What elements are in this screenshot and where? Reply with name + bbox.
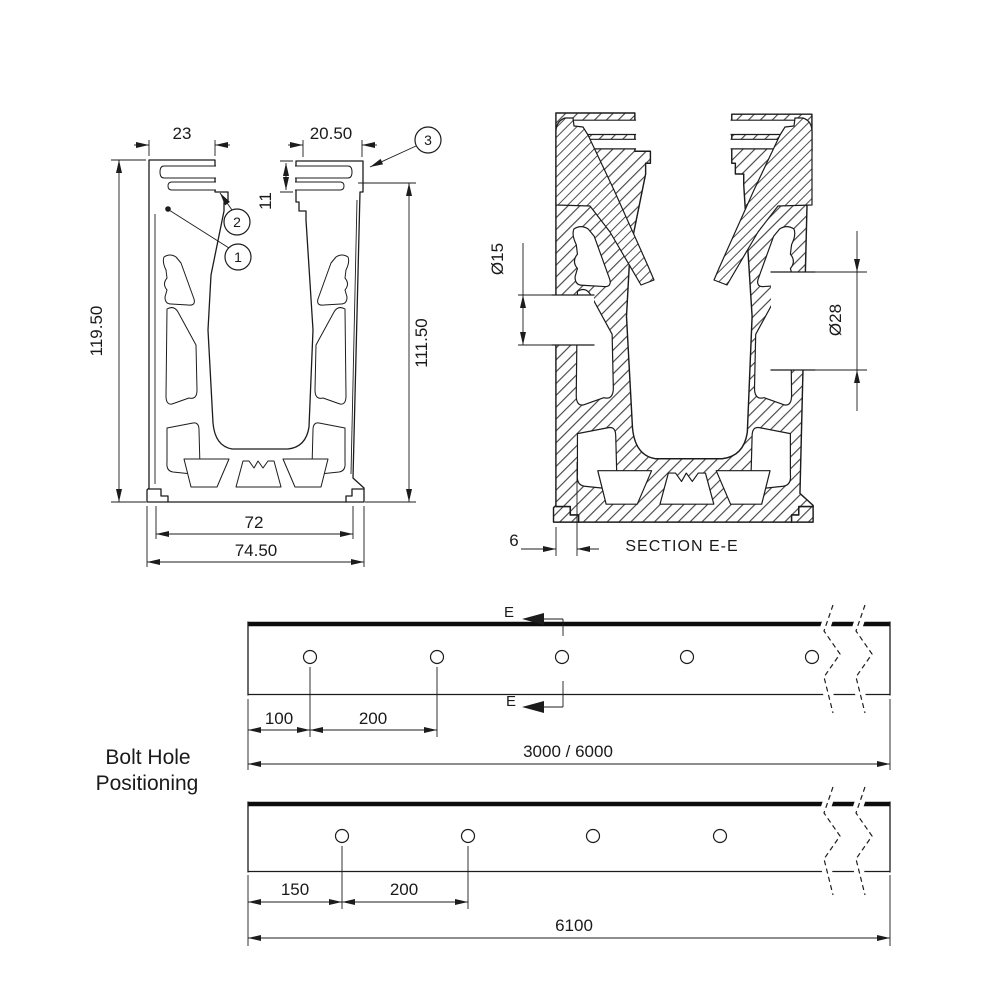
ext-line (146, 506, 365, 567)
dim-dia-15: Ø15 (488, 243, 507, 275)
profile-view: 23 20.50 11 119.50 111.50 72 74.50 2 (87, 124, 442, 567)
dim-inner-width: 72 (245, 513, 264, 532)
balloon-2-label: 2 (233, 214, 241, 230)
dim-6100: 6100 (555, 916, 593, 935)
bolt-hole (804, 649, 820, 665)
balloon-leader (369, 145, 417, 168)
ext-line (247, 846, 891, 946)
foot-notch (345, 488, 365, 503)
bolt-hole (679, 649, 695, 665)
dim-wall-thickness: 6 (509, 531, 518, 550)
bolt-hole (302, 649, 318, 665)
bolt-hole (712, 828, 728, 844)
wall-cavity (165, 307, 198, 405)
break-line-casing (851, 600, 877, 718)
foot-notch (790, 505, 814, 523)
bolt-hole (585, 828, 601, 844)
dim-dia-28: Ø28 (826, 304, 845, 336)
hole-band-edge (551, 294, 595, 346)
hole-band-15 (552, 295, 594, 345)
wall-cavity (317, 254, 350, 306)
balloon-3-label: 3 (424, 132, 432, 148)
base-cavity (235, 460, 282, 488)
dim-top-right-width: 20.50 (310, 124, 353, 143)
section-marker-e-bottom: E (506, 693, 516, 710)
cut-arrow-top (522, 613, 544, 625)
hole-band-edge (770, 271, 816, 371)
ext-line (280, 160, 293, 193)
dim-top-left-width: 23 (173, 124, 192, 143)
bar-outline (247, 801, 891, 873)
balloon-1: 1 (165, 206, 252, 271)
layout-title-line1: Bolt Hole (105, 746, 190, 769)
cut-arrow-bottom (522, 701, 544, 713)
base-cavity (282, 458, 329, 488)
base-cavity (183, 458, 230, 488)
foot-notch (148, 488, 169, 503)
clamp-horn-right (713, 117, 813, 286)
dim-overall-width: 74.50 (235, 541, 278, 560)
hole-band-28 (771, 272, 815, 370)
dim-flange-height: 11 (256, 192, 275, 210)
bar-outline (247, 621, 891, 696)
bolt-hole (554, 649, 570, 665)
balloon-circle (414, 126, 442, 154)
dim-150: 150 (281, 880, 309, 899)
balloon-circle (223, 208, 251, 236)
flange-slot (159, 165, 216, 179)
ext-line (358, 182, 416, 503)
break-line (823, 786, 841, 896)
bolt-hole (460, 828, 476, 844)
dim-inner-height: 111.50 (412, 318, 431, 367)
base-cavity (715, 470, 771, 505)
break-line (855, 786, 873, 896)
balloon-leader (168, 209, 230, 249)
base-cavity (659, 472, 715, 505)
layout-title-line2: Positioning (96, 772, 199, 795)
ext-line (247, 667, 891, 770)
leader-dot (165, 206, 171, 212)
balloon-leader (219, 192, 233, 211)
bar-3000-6000: E E 100 200 3000 / 6000 (247, 600, 891, 770)
bolt-hole (429, 649, 445, 665)
ext-line (518, 243, 556, 346)
bolt-hole (334, 828, 350, 844)
section-label: SECTION E-E (625, 538, 738, 555)
cut-line-top (544, 618, 564, 636)
break-line (855, 604, 873, 714)
ext-line (111, 159, 146, 503)
balloon-1-label: 1 (234, 249, 242, 265)
break-line-casing (819, 600, 845, 718)
bar-6100: 150 200 6100 (247, 782, 891, 946)
cut-line-bottom (544, 681, 564, 708)
balloon-circle (224, 243, 252, 271)
foot-notch (555, 505, 580, 523)
ext-line (555, 462, 578, 556)
wall-cavity (314, 307, 347, 405)
dim-200-top: 200 (359, 709, 387, 728)
balloon-2: 2 (219, 192, 251, 236)
profile-outline (146, 159, 365, 503)
flange-slot (167, 181, 216, 191)
wall-cavity (162, 254, 195, 306)
base-cavity (597, 470, 653, 505)
dim-3000-6000: 3000 / 6000 (523, 742, 613, 761)
wall-cavity (572, 226, 611, 288)
dim-100: 100 (265, 709, 293, 728)
wall-skin-line (350, 199, 358, 475)
bolt-hole-layout: Bolt Hole Positioning E E (96, 600, 891, 946)
section-cut-marker: E E (504, 604, 564, 713)
section-marker-e-top: E (504, 604, 514, 621)
dim-overall-height: 119.50 (87, 306, 106, 357)
dim-200-bottom: 200 (390, 880, 418, 899)
balloon-3: 3 (369, 126, 442, 168)
flange-slot (295, 165, 353, 179)
clamp-horn-left (555, 117, 655, 286)
section-view: Ø15 Ø28 6 SECTION E-E (488, 112, 867, 556)
break-line (823, 604, 841, 714)
flange-slot (295, 181, 345, 191)
